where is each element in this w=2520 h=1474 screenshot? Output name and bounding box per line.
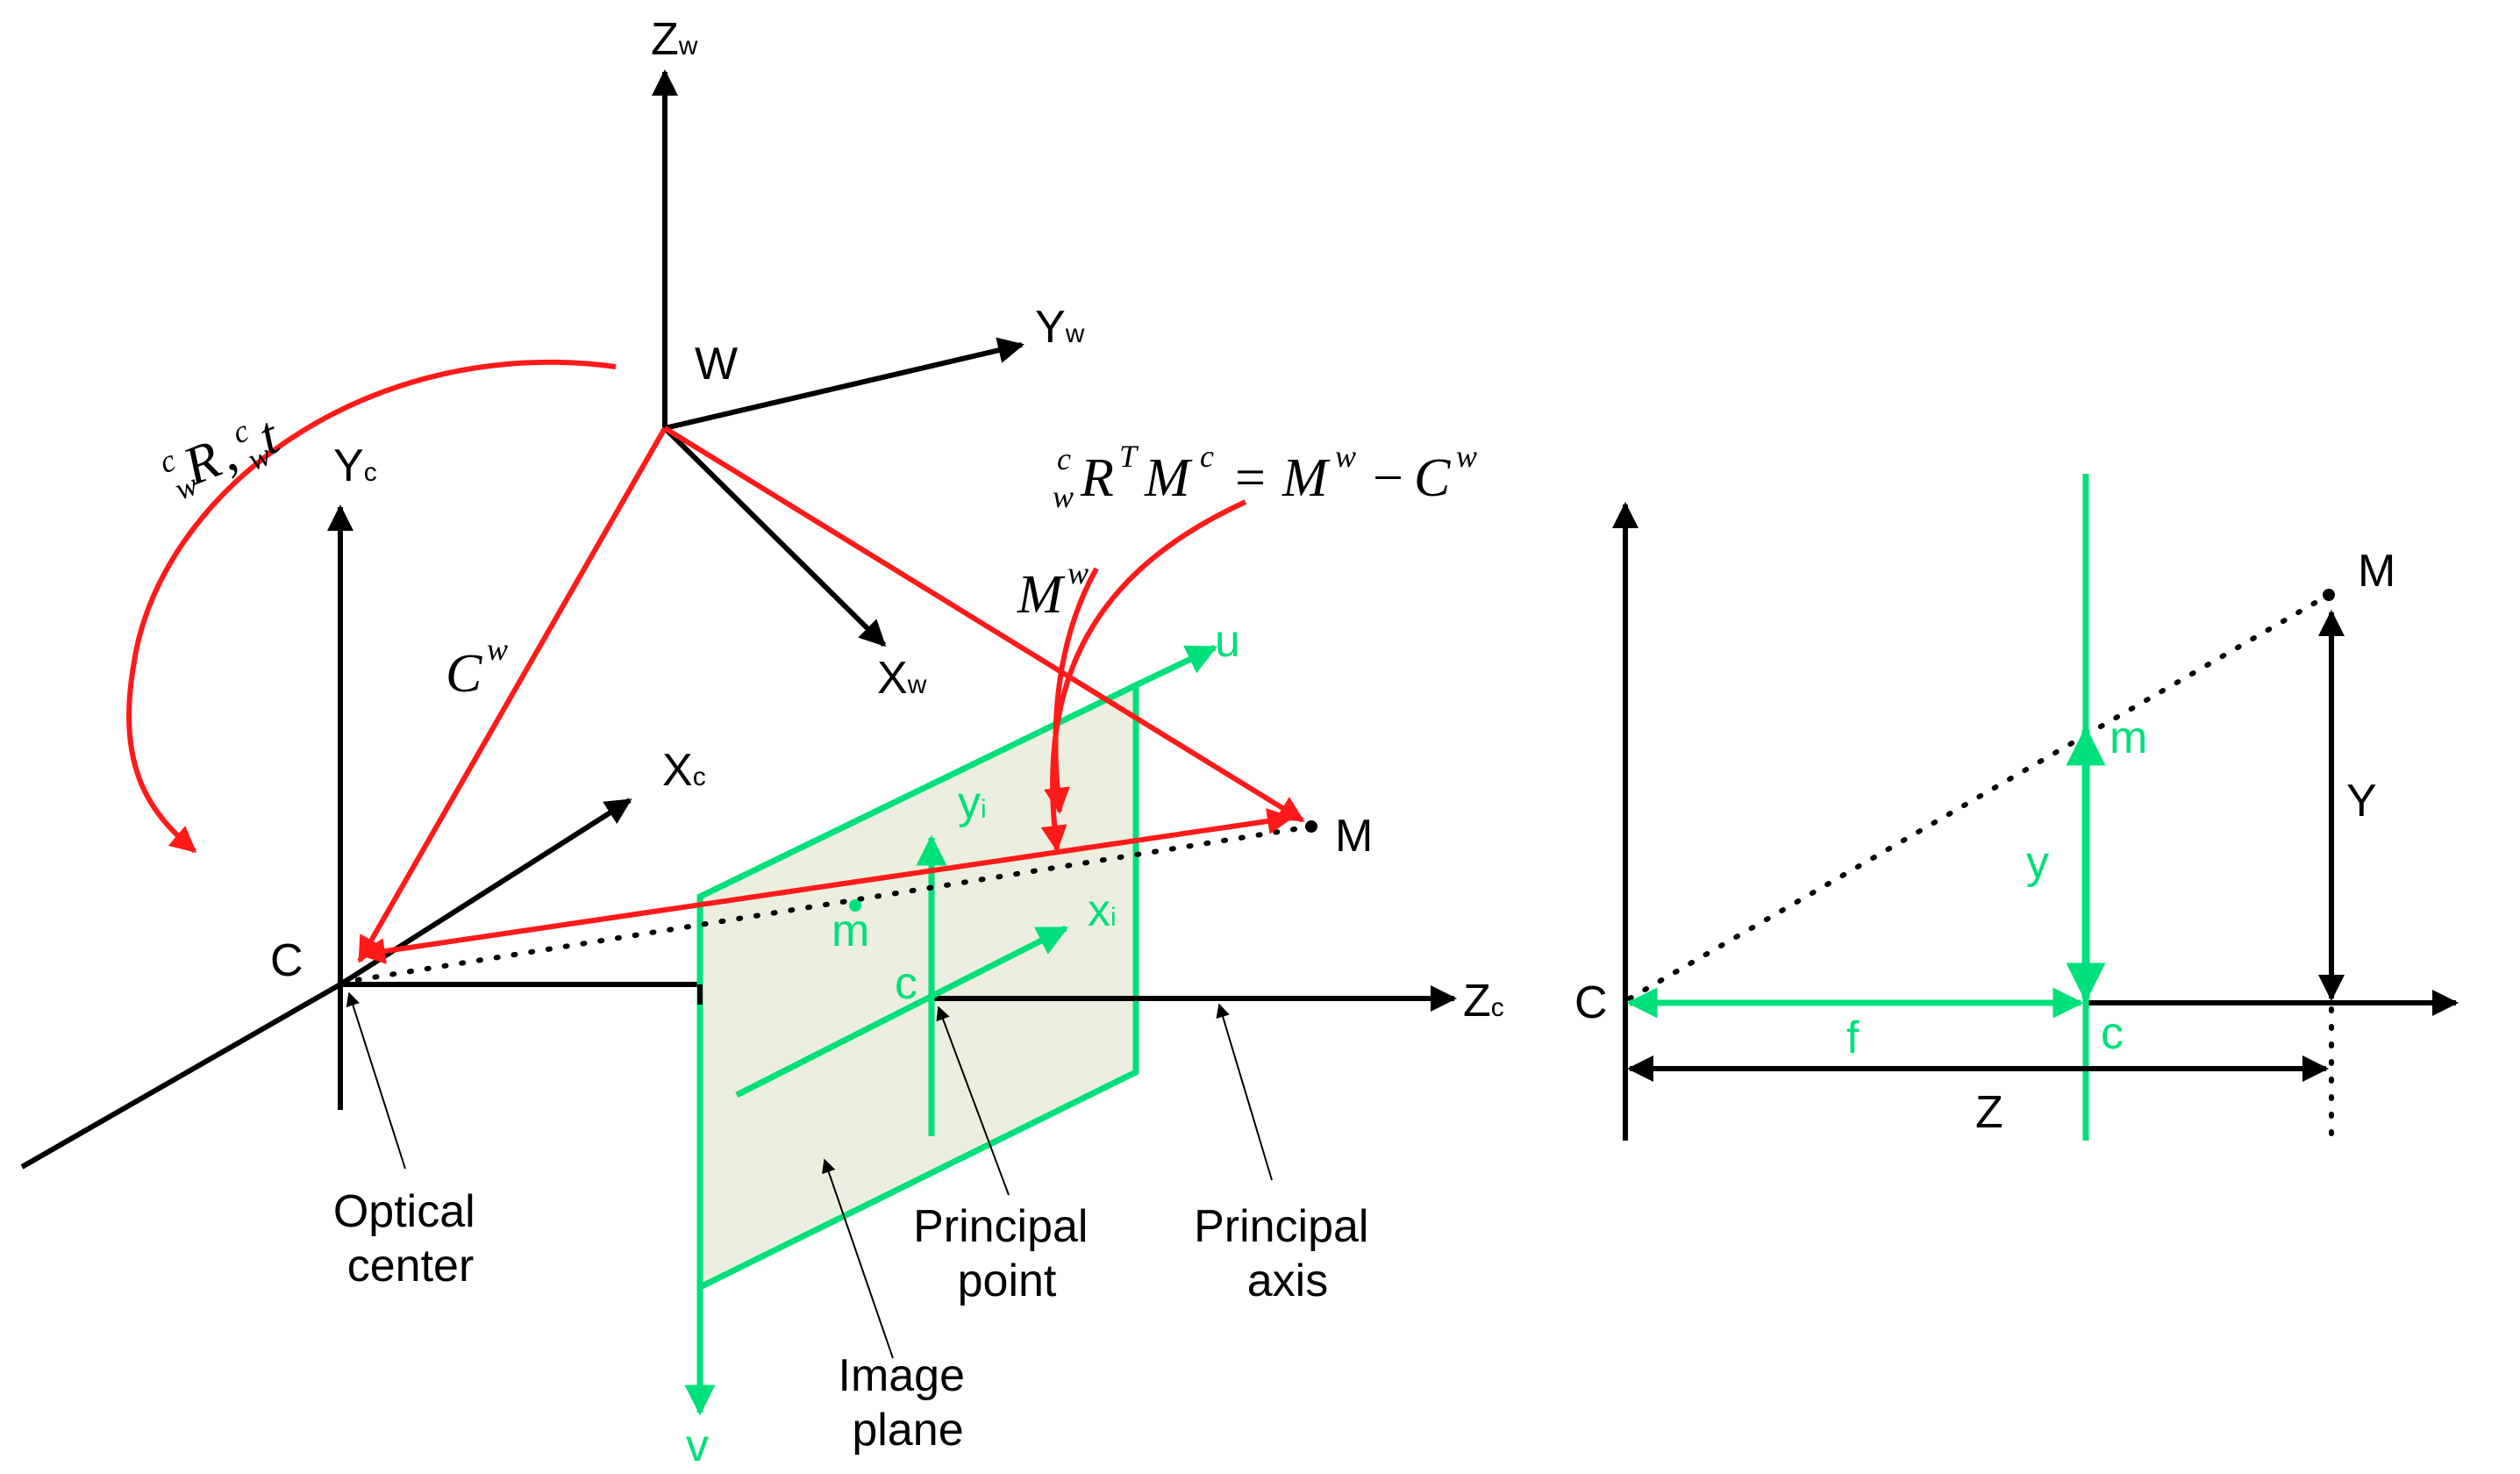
math-mw: M w — [1017, 555, 1089, 625]
rotation-arc — [126, 359, 617, 854]
label-m-image: m — [832, 905, 869, 956]
leader-principal-axis — [1216, 1003, 1273, 1181]
label-xw: Xw — [877, 653, 927, 704]
svg-text:w: w — [1456, 439, 1477, 474]
svg-text:C: C — [446, 644, 482, 704]
svg-text:R: R — [1080, 448, 1114, 508]
label-point-m: M — [1335, 811, 1373, 862]
leader-principal-point — [936, 1005, 1010, 1196]
label-yi: yi — [958, 777, 987, 828]
leader-image-plane — [822, 1158, 894, 1359]
svg-text:T: T — [1119, 439, 1139, 474]
leader-optical-center — [346, 991, 406, 1170]
side-label-f: f — [1846, 1012, 1860, 1063]
camera-axis-depth-back — [20, 982, 342, 1170]
label-w-origin: W — [695, 339, 738, 390]
label-optical-center-point: C — [270, 935, 303, 986]
side-label-c: C — [1574, 977, 1608, 1028]
svg-text:−: − — [1373, 448, 1403, 508]
side-label-y-small: y — [2026, 837, 2049, 888]
callout-optical-center: Optical center — [333, 1186, 488, 1292]
math-equation: c w R T M c = M w − C w — [1053, 439, 1477, 514]
callout-image-plane: Image plane — [839, 1350, 978, 1456]
svg-text:M: M — [1144, 448, 1193, 508]
image-axis-u — [1134, 644, 1218, 689]
label-yc: Yc — [333, 440, 377, 491]
side-label-y-big: Y — [2346, 776, 2377, 826]
svg-text:M: M — [1017, 565, 1066, 625]
point-m-image — [849, 899, 861, 912]
world-axis-xw — [662, 426, 887, 648]
math-cw: C w — [446, 632, 508, 704]
label-zc: Zc — [1463, 976, 1504, 1027]
label-u: u — [1215, 616, 1240, 667]
image-plane — [696, 680, 1139, 1292]
svg-text:M: M — [1281, 448, 1331, 508]
svg-text:w: w — [1335, 439, 1356, 474]
camera-axis-xc — [339, 798, 632, 987]
label-yw: Yw — [1035, 302, 1085, 353]
side-label-z: Z — [1975, 1087, 2003, 1138]
equation-pointer-curve — [1040, 499, 1247, 852]
svg-text:=: = — [1235, 448, 1266, 508]
side-label-c-small: c — [2101, 1008, 2124, 1059]
vector-mc — [359, 808, 1294, 964]
svg-text:w: w — [1067, 555, 1089, 590]
label-xi: xi — [1088, 885, 1117, 936]
mw-pointer-curve — [1044, 567, 1099, 814]
svg-text:c: c — [1200, 439, 1214, 474]
svg-text:w: w — [1053, 479, 1074, 514]
vector-mw — [663, 426, 1305, 823]
svg-text:c: c — [1057, 441, 1071, 476]
callout-principal-point: Principal point — [913, 1201, 1101, 1306]
side-ray — [1627, 592, 2331, 1001]
world-axis-yw — [664, 337, 1024, 431]
side-point-m — [2323, 589, 2335, 601]
label-zw: Zw — [651, 14, 698, 65]
point-m-world — [1305, 820, 1317, 833]
label-v: v — [686, 1420, 709, 1471]
label-xc: Xc — [662, 745, 706, 796]
vector-cw — [357, 426, 667, 963]
side-label-m-small: m — [2110, 712, 2147, 763]
svg-text:C: C — [1414, 448, 1451, 508]
side-label-m: M — [2358, 546, 2395, 597]
label-principal-point-c: c — [895, 958, 917, 1009]
svg-text:w: w — [487, 632, 508, 667]
callout-principal-axis: Principal axis — [1194, 1201, 1381, 1306]
